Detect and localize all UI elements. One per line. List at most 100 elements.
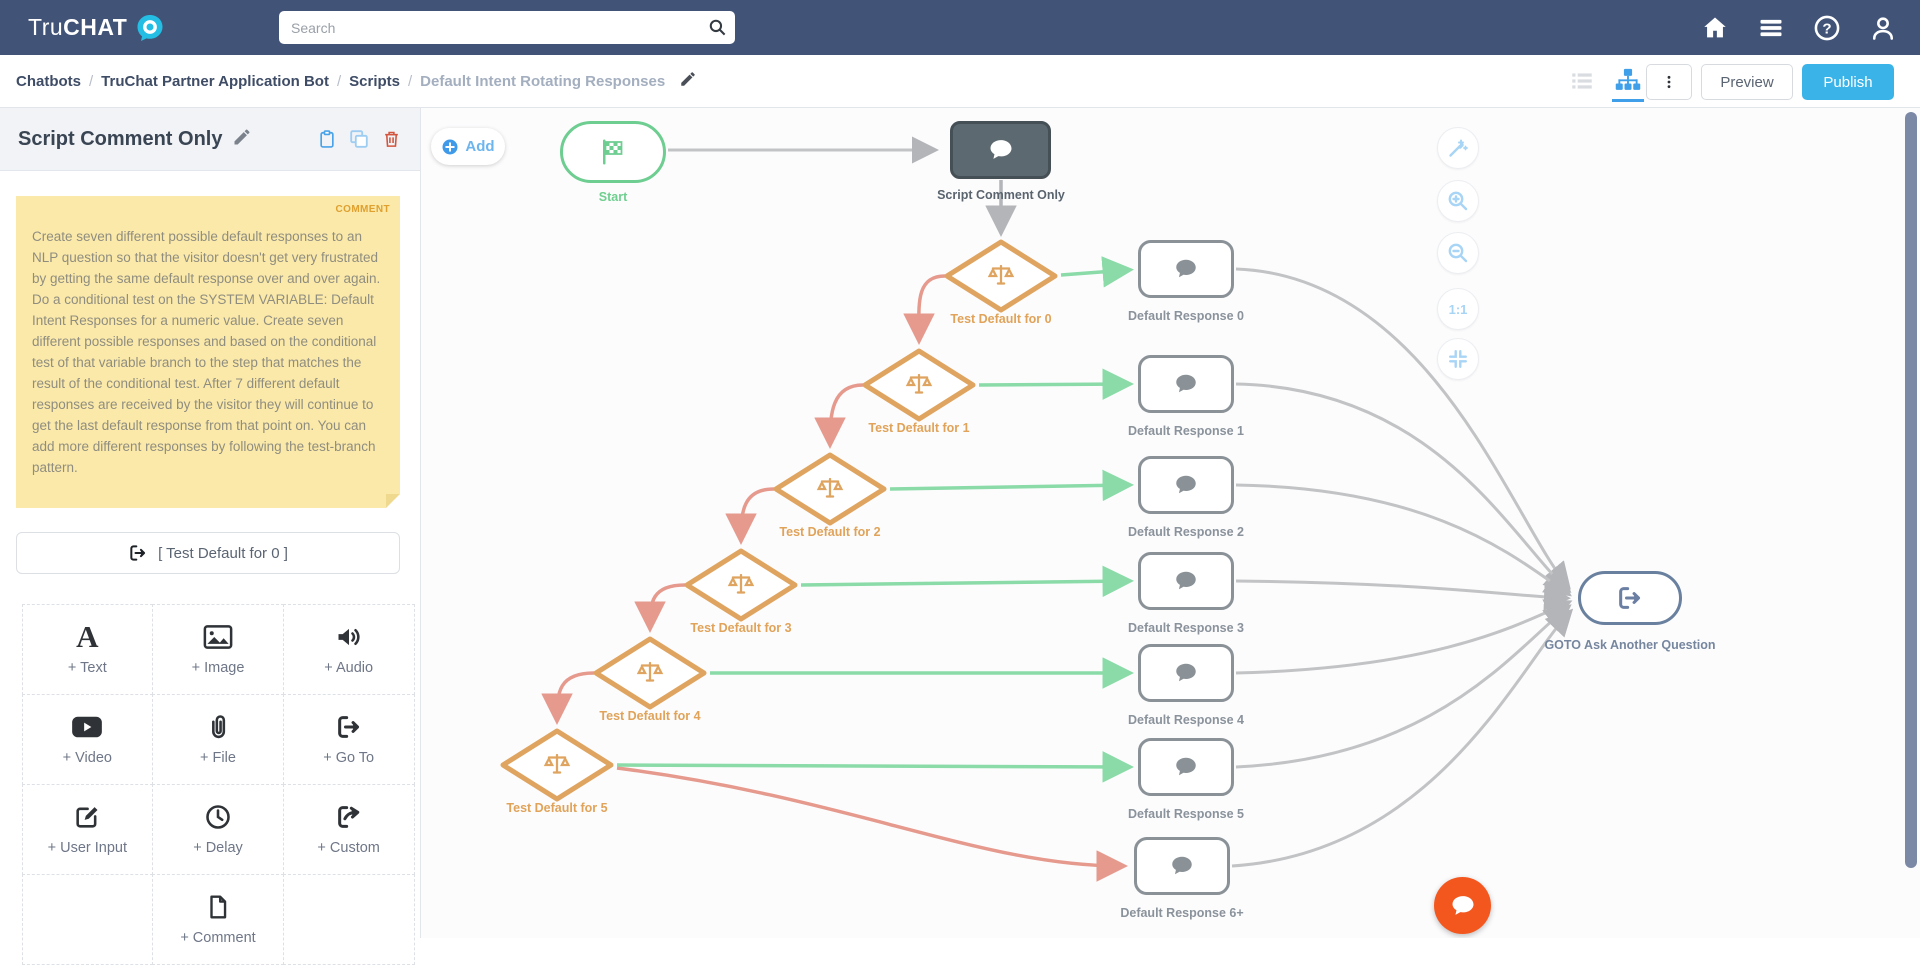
flow-canvas[interactable]: Add Start Script Comment Only Test Defau… [421, 108, 1920, 938]
breadcrumb-current: Default Intent Rotating Responses [420, 72, 666, 90]
comment-box[interactable]: COMMENT Create seven different possible … [16, 196, 400, 508]
add-custom-button[interactable]: + Custom [282, 783, 415, 875]
fit-to-screen-button[interactable] [1437, 338, 1479, 380]
add-label: Add [465, 138, 495, 155]
comment-tag: COMMENT [335, 204, 390, 215]
comment-icon [205, 892, 231, 922]
user-icon[interactable] [1868, 13, 1898, 43]
test-node-0[interactable] [943, 239, 1059, 313]
response-node-2[interactable] [1138, 456, 1234, 514]
help-icon[interactable]: ? [1812, 13, 1842, 43]
scales-icon [543, 753, 571, 774]
brand-text: TruCHAT [28, 14, 128, 40]
chat-bubble-icon [1176, 475, 1196, 494]
breadcrumb-separator: / [336, 72, 342, 90]
scales-icon [727, 573, 755, 594]
empty-grid-cell [282, 873, 415, 965]
edit-script-name-icon[interactable] [679, 70, 697, 92]
add-step-grid: A + Text + Image + Audio + Video + Fil [21, 603, 415, 965]
breadcrumb-chatbots[interactable]: Chatbots [16, 72, 81, 90]
plus-icon [442, 139, 458, 154]
breadcrumb-bot[interactable]: TruChat Partner Application Bot [101, 72, 329, 90]
preview-button[interactable]: Preview [1701, 64, 1793, 100]
chat-bubble-icon [1172, 856, 1192, 875]
response-node-0[interactable] [1138, 240, 1234, 298]
add-user-input-button[interactable]: + User Input [21, 783, 154, 875]
add-file-button[interactable]: + File [152, 693, 284, 785]
zoom-reset-button[interactable]: 1:1 [1437, 288, 1479, 330]
svg-text:?: ? [1822, 20, 1831, 37]
breadcrumb-scripts[interactable]: Scripts [349, 72, 400, 90]
test-node-4[interactable] [592, 636, 708, 710]
brand-logo[interactable]: TruCHAT [28, 13, 165, 43]
audio-icon [334, 622, 364, 652]
home-icon[interactable] [1700, 13, 1730, 43]
add-audio-button[interactable]: + Audio [282, 603, 415, 695]
start-node[interactable] [560, 121, 666, 183]
response-node-5-label: Default Response 5 [1127, 807, 1244, 821]
test-node-3[interactable] [683, 548, 799, 622]
top-bar: TruCHAT ? [0, 0, 1920, 55]
test-node-2[interactable] [772, 452, 888, 526]
empty-grid-cell [21, 873, 154, 965]
response-node-1[interactable] [1138, 355, 1234, 413]
test-node-1-label: Test Default for 1 [868, 421, 970, 435]
chat-bubble-icon [1176, 757, 1196, 776]
clipboard-icon[interactable] [316, 127, 338, 151]
add-comment-button[interactable]: + Comment [152, 873, 284, 965]
response-node-5[interactable] [1138, 738, 1234, 796]
test-node-4-label: Test Default for 4 [599, 709, 701, 723]
panel-header: Script Comment Only [0, 108, 420, 171]
search-bar [279, 11, 735, 44]
test-node-5[interactable] [499, 728, 615, 802]
goto-node-label: GOTO Ask Another Question [1544, 638, 1716, 652]
image-icon [203, 622, 233, 652]
response-node-1-label: Default Response 1 [1127, 424, 1244, 438]
chat-widget-button[interactable] [1434, 877, 1491, 934]
add-goto-button[interactable]: + Go To [282, 693, 415, 785]
goto-node[interactable] [1578, 571, 1682, 625]
zoom-out-button[interactable] [1437, 232, 1479, 274]
magic-wand-button[interactable] [1437, 127, 1479, 169]
add-step-button[interactable]: Add [431, 128, 505, 165]
flow-edges [541, 136, 1574, 882]
test-node-2-label: Test Default for 2 [779, 525, 881, 539]
response-node-6[interactable] [1134, 837, 1230, 895]
delay-icon [204, 802, 232, 832]
goto-test-default-button[interactable]: [ Test Default for 0 ] [16, 532, 400, 574]
add-video-button[interactable]: + Video [21, 693, 154, 785]
add-delay-button[interactable]: + Delay [152, 783, 284, 875]
list-view-icon[interactable] [1566, 60, 1598, 102]
search-input[interactable] [279, 19, 699, 36]
response-node-3[interactable] [1138, 552, 1234, 610]
response-node-4[interactable] [1138, 644, 1234, 702]
flowchart-view-icon[interactable] [1612, 60, 1644, 102]
zoom-in-button[interactable] [1437, 180, 1479, 222]
test-node-1[interactable] [861, 348, 977, 422]
search-icon[interactable] [699, 11, 735, 44]
goto-button-label: [ Test Default for 0 ] [158, 544, 288, 562]
more-options-button[interactable] [1646, 64, 1692, 100]
user-input-icon [73, 802, 101, 832]
add-image-button[interactable]: + Image [152, 603, 284, 695]
script-comment-node[interactable] [950, 121, 1051, 179]
breadcrumb-separator: / [89, 72, 94, 90]
step-title: Script Comment Only [18, 127, 223, 150]
edit-step-title-icon[interactable] [232, 127, 252, 152]
response-node-4-label: Default Response 4 [1127, 713, 1244, 727]
video-icon [71, 712, 103, 742]
file-icon [204, 712, 232, 742]
response-node-6-label: Default Response 6+ [1120, 906, 1244, 920]
scales-icon [987, 264, 1015, 285]
start-node-label: Start [598, 190, 628, 204]
chat-bubble-icon [1176, 663, 1196, 682]
publish-button[interactable]: Publish [1802, 64, 1894, 100]
add-text-button[interactable]: A + Text [21, 603, 154, 695]
chat-bubble-icon [1176, 259, 1196, 278]
duplicate-icon[interactable] [348, 127, 370, 151]
menu-icon[interactable] [1756, 13, 1786, 43]
delete-icon[interactable] [380, 127, 402, 151]
goto-icon [335, 712, 363, 742]
response-node-3-label: Default Response 3 [1127, 621, 1244, 635]
vertical-scrollbar[interactable] [1905, 112, 1917, 868]
